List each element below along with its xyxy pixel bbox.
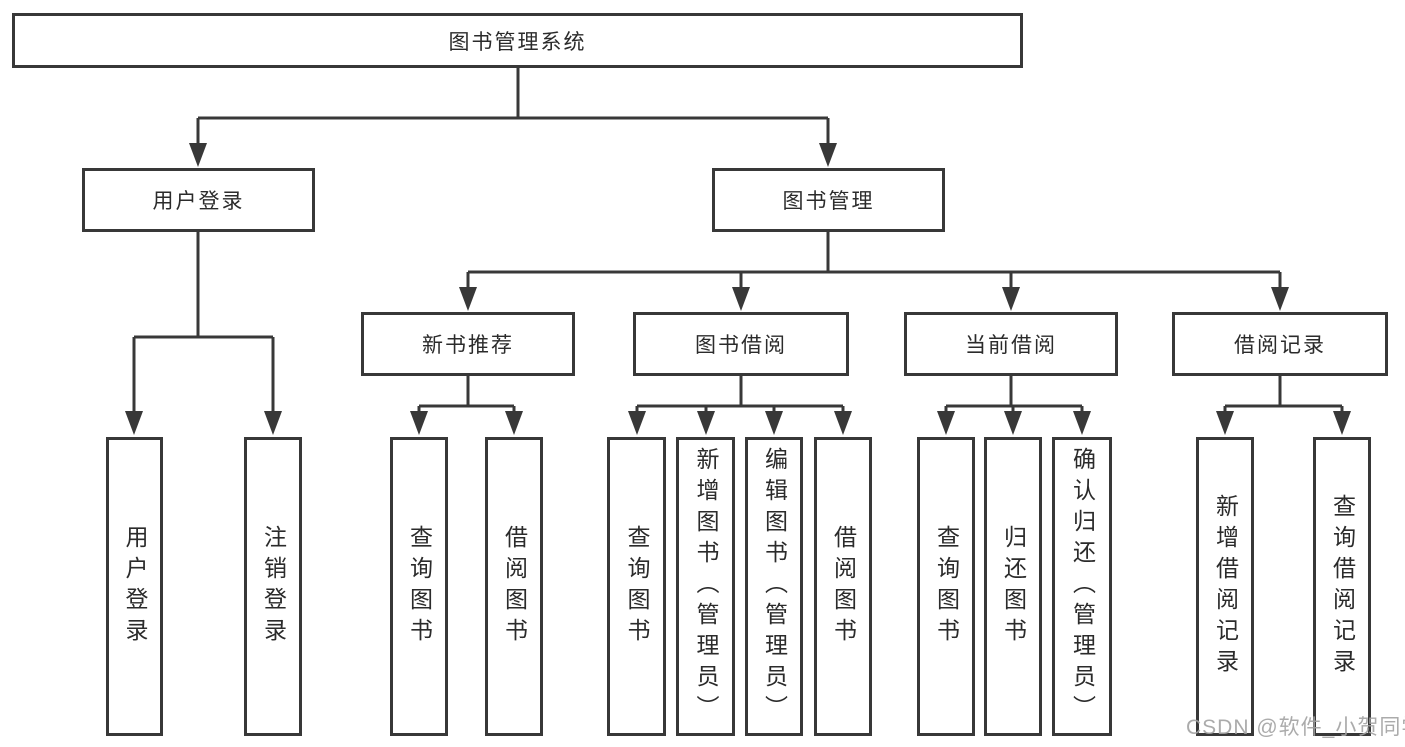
leaf-add-borrow-record: 新增借阅记录 <box>1196 437 1254 736</box>
node-label: 编辑图书（管理员） <box>761 447 788 726</box>
node-current-borrow: 当前借阅 <box>904 312 1118 376</box>
node-label: 新增图书（管理员） <box>693 447 719 726</box>
arrowheads <box>125 143 1351 435</box>
node-book-borrow: 图书借阅 <box>633 312 849 376</box>
node-library-system: 图书管理系统 <box>12 13 1023 68</box>
node-label: 图书管理 <box>782 190 875 213</box>
leaf-return-book: 归还图书 <box>984 437 1042 736</box>
node-label: 查询图书 <box>933 524 960 649</box>
leaf-query-book-1: 查询图书 <box>390 437 448 736</box>
node-label: 确认归还（管理员） <box>1069 447 1096 726</box>
node-label: 借阅记录 <box>1234 334 1326 357</box>
node-book-management: 图书管理 <box>712 168 945 232</box>
node-label: 新书推荐 <box>422 334 514 357</box>
node-label: 查询图书 <box>406 524 433 649</box>
csdn-watermark: CSDN @软件_小贺同学 <box>1186 716 1405 739</box>
node-borrow-record: 借阅记录 <box>1172 312 1388 376</box>
leaf-borrow-book-2: 借阅图书 <box>814 437 872 736</box>
node-label: 归还图书 <box>1000 524 1027 649</box>
node-label: 查询图书 <box>624 524 650 649</box>
connector-paths <box>132 68 1344 418</box>
leaf-user-login: 用户登录 <box>106 437 163 736</box>
leaf-add-book-admin: 新增图书（管理员） <box>676 437 735 736</box>
node-label: 图书管理系统 <box>448 30 587 54</box>
node-label: 借阅图书 <box>830 524 857 649</box>
leaf-edit-book-admin: 编辑图书（管理员） <box>745 437 803 736</box>
node-label: 当前借阅 <box>965 334 1057 357</box>
leaf-confirm-return-admin: 确认归还（管理员） <box>1052 437 1112 736</box>
leaf-query-book-2: 查询图书 <box>607 437 666 736</box>
node-label: 注销登录 <box>260 524 287 649</box>
leaf-query-borrow-record: 查询借阅记录 <box>1313 437 1371 736</box>
leaf-borrow-book-1: 借阅图书 <box>485 437 543 736</box>
node-label: 新增借阅记录 <box>1212 493 1239 680</box>
node-label: 用户登录 <box>122 524 148 649</box>
node-label: 用户登录 <box>152 190 245 213</box>
node-label: 图书借阅 <box>695 334 787 357</box>
leaf-query-book-3: 查询图书 <box>917 437 975 736</box>
node-new-book-recommend: 新书推荐 <box>361 312 575 376</box>
node-label: 查询借阅记录 <box>1329 493 1356 680</box>
node-label: 借阅图书 <box>501 524 528 649</box>
node-user-login: 用户登录 <box>82 168 315 232</box>
leaf-logout: 注销登录 <box>244 437 302 736</box>
